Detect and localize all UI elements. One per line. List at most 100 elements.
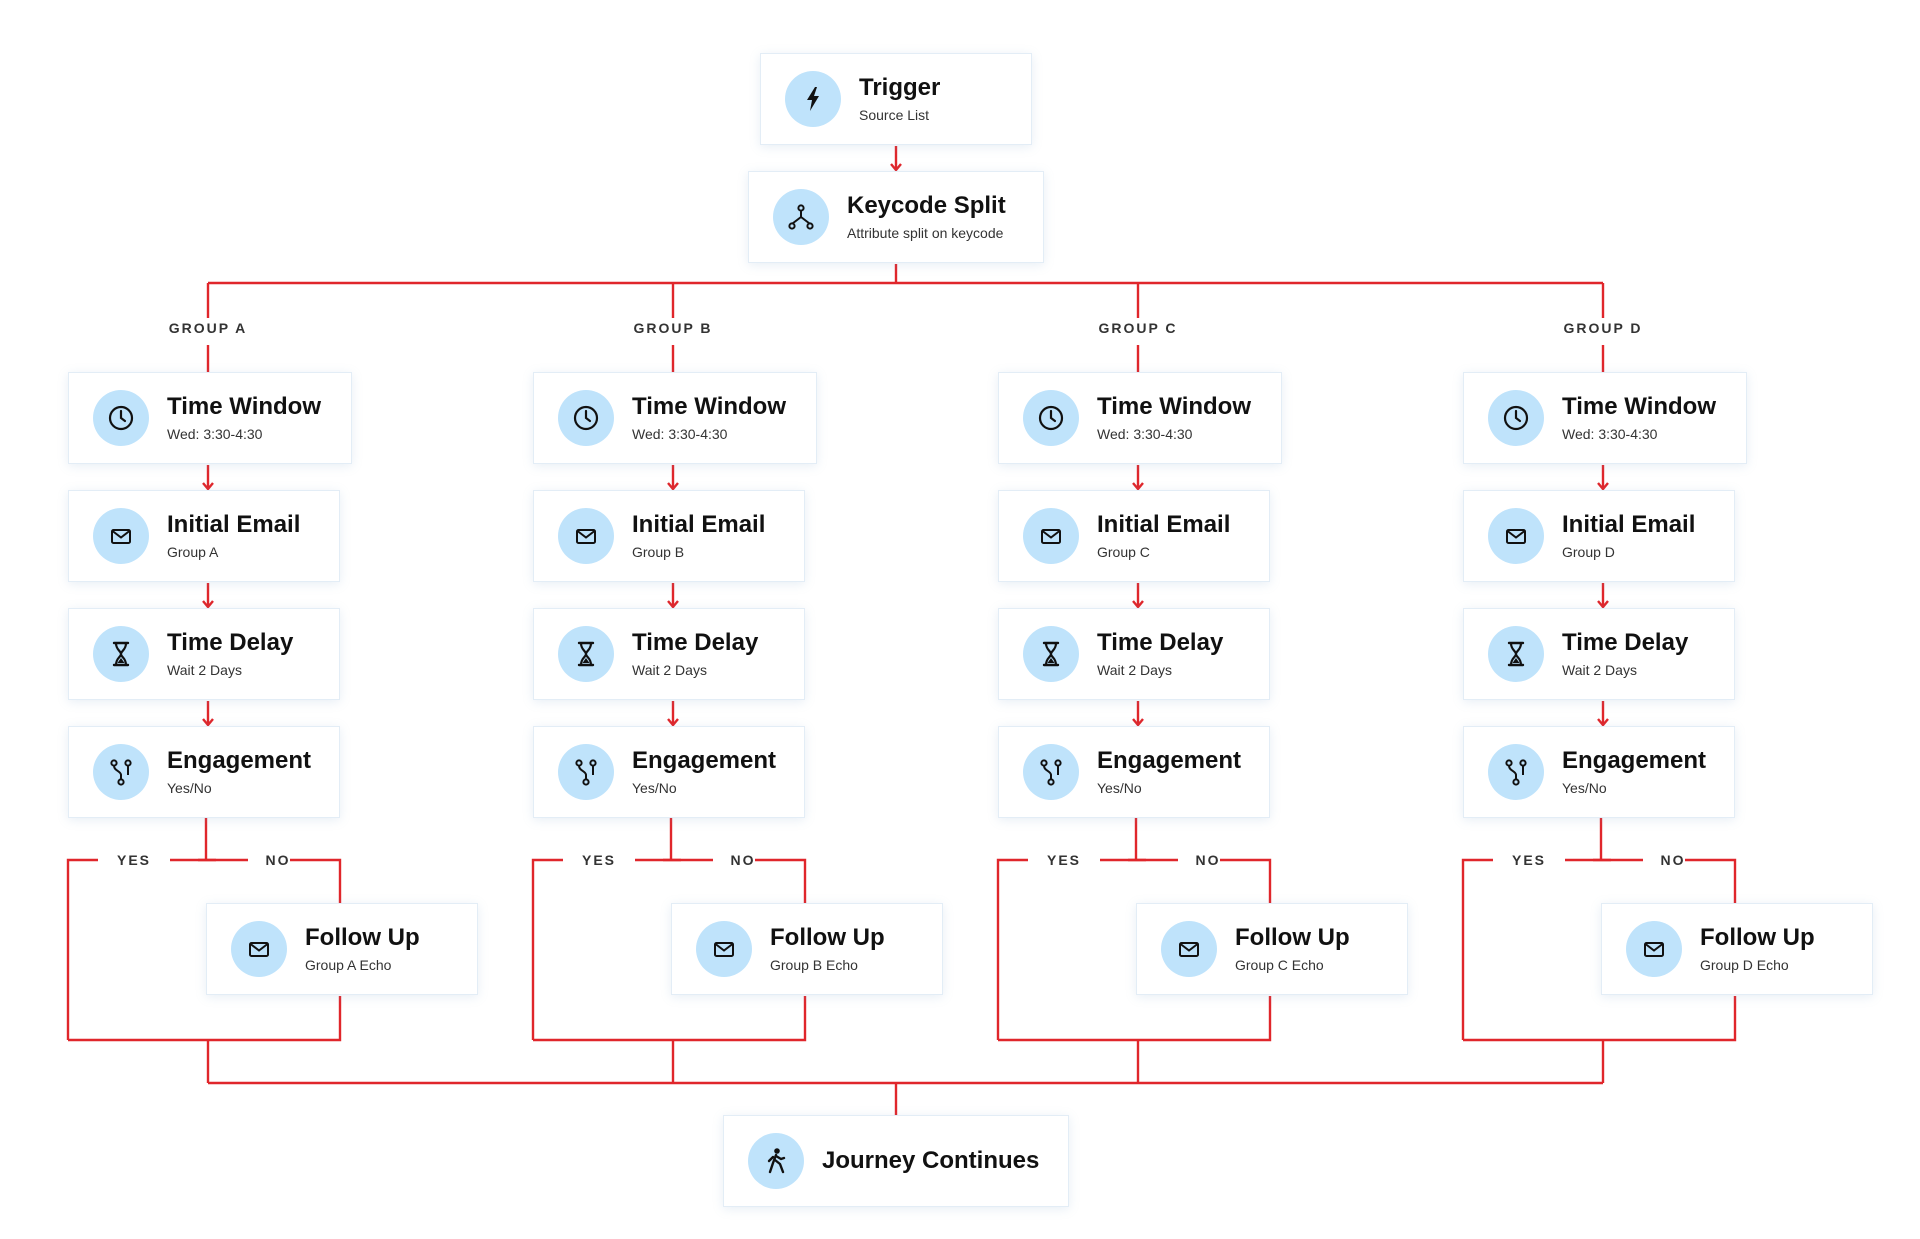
group-b-initial-email-node-subtitle: Group B	[632, 544, 685, 560]
mail-icon	[1161, 921, 1217, 977]
group-a-no-label: NO	[265, 852, 291, 868]
group-b-follow-up-node-subtitle: Group B Echo	[770, 957, 858, 973]
group-c-engagement-node-title: Engagement	[1097, 747, 1242, 774]
group-d-arrow-2-head	[1597, 600, 1609, 609]
group-b-time-window-node-title: Time Window	[632, 393, 787, 420]
fork-icon	[1023, 744, 1079, 800]
group-d-time-delay-node-subtitle: Wait 2 Days	[1562, 662, 1637, 678]
group-d-yes-label: YES	[1511, 852, 1547, 868]
walking-person-icon	[748, 1133, 804, 1189]
group-a-arrow-2-head	[202, 600, 214, 609]
group-d-yes-left	[1461, 858, 1493, 1040]
group-c-initial-email-node-subtitle: Group C	[1097, 544, 1150, 560]
group-a-no-right	[290, 858, 342, 904]
group-b-follow-up-node-text: Follow Up Group B Echo	[770, 924, 885, 974]
group-b-follow-up-node[interactable]: Follow Up Group B Echo	[671, 903, 943, 995]
fork-icon	[93, 744, 149, 800]
mail-icon	[231, 921, 287, 977]
trigger-node-subtitle: Source List	[859, 107, 930, 123]
group-a-arrow-1-head	[202, 482, 214, 491]
group-c-initial-email-node-title: Initial Email	[1097, 511, 1231, 538]
clock-icon	[558, 390, 614, 446]
arrow-trigger-to-split-head	[890, 163, 902, 172]
journey-continues-node-text: Journey Continues	[822, 1147, 1039, 1175]
group-a-follow-up-node[interactable]: Follow Up Group A Echo	[206, 903, 478, 995]
group-a-follow-up-node-subtitle: Group A Echo	[305, 957, 392, 973]
mail-icon	[558, 508, 614, 564]
group-c-merge	[998, 996, 1272, 1042]
group-a-initial-email-node-title: Initial Email	[167, 511, 301, 538]
group-c-time-delay-node-subtitle: Wait 2 Days	[1097, 662, 1172, 678]
keycode-split-node-subtitle: Attribute split on keycode	[847, 225, 1004, 241]
trigger-node-title: Trigger	[859, 74, 941, 101]
group-a-label: GROUP A	[162, 320, 254, 336]
group-c-time-delay-node-title: Time Delay	[1097, 629, 1224, 656]
group-c-follow-up-node-subtitle: Group C Echo	[1235, 957, 1324, 973]
group-c-arrow-3-head	[1132, 718, 1144, 727]
group-d-time-window-node-title: Time Window	[1562, 393, 1717, 420]
group-a-follow-up-node-text: Follow Up Group A Echo	[305, 924, 420, 974]
fork-icon	[558, 744, 614, 800]
group-b-merge	[533, 996, 807, 1042]
group-c-arrow-1-head	[1132, 482, 1144, 491]
group-d-no-label: NO	[1660, 852, 1686, 868]
split-branch-icon	[773, 189, 829, 245]
group-a-arrow-3-head	[202, 718, 214, 727]
group-d-arrow-1-head	[1597, 482, 1609, 491]
group-a-follow-up-node-title: Follow Up	[305, 924, 420, 951]
group-b-engagement-node-title: Engagement	[632, 747, 777, 774]
clock-icon	[1488, 390, 1544, 446]
lightning-icon	[785, 71, 841, 127]
group-a-yes-left	[66, 858, 98, 1040]
group-d-time-delay-node-title: Time Delay	[1562, 629, 1689, 656]
hourglass-icon	[558, 626, 614, 682]
group-b-engagement-node-subtitle: Yes/No	[632, 780, 677, 796]
group-c-time-window-node-subtitle: Wed: 3:30-4:30	[1097, 426, 1193, 442]
group-b-time-delay-node-subtitle: Wait 2 Days	[632, 662, 707, 678]
group-b-yes-label: YES	[581, 852, 617, 868]
group-b-initial-email-node-title: Initial Email	[632, 511, 766, 538]
journey-continues-node[interactable]: Journey Continues	[723, 1115, 1069, 1207]
group-b-follow-up-node-title: Follow Up	[770, 924, 885, 951]
group-b-time-window-node-subtitle: Wed: 3:30-4:30	[632, 426, 728, 442]
fork-icon	[1488, 744, 1544, 800]
group-d-engagement-node-title: Engagement	[1562, 747, 1707, 774]
clock-icon	[1023, 390, 1079, 446]
group-b-time-delay-node-title: Time Delay	[632, 629, 759, 656]
group-a-initial-email-node-subtitle: Group A	[167, 544, 219, 560]
group-d-initial-email-node-subtitle: Group D	[1562, 544, 1615, 560]
hourglass-icon	[1023, 626, 1079, 682]
group-a-time-window-node-subtitle: Wed: 3:30-4:30	[167, 426, 263, 442]
